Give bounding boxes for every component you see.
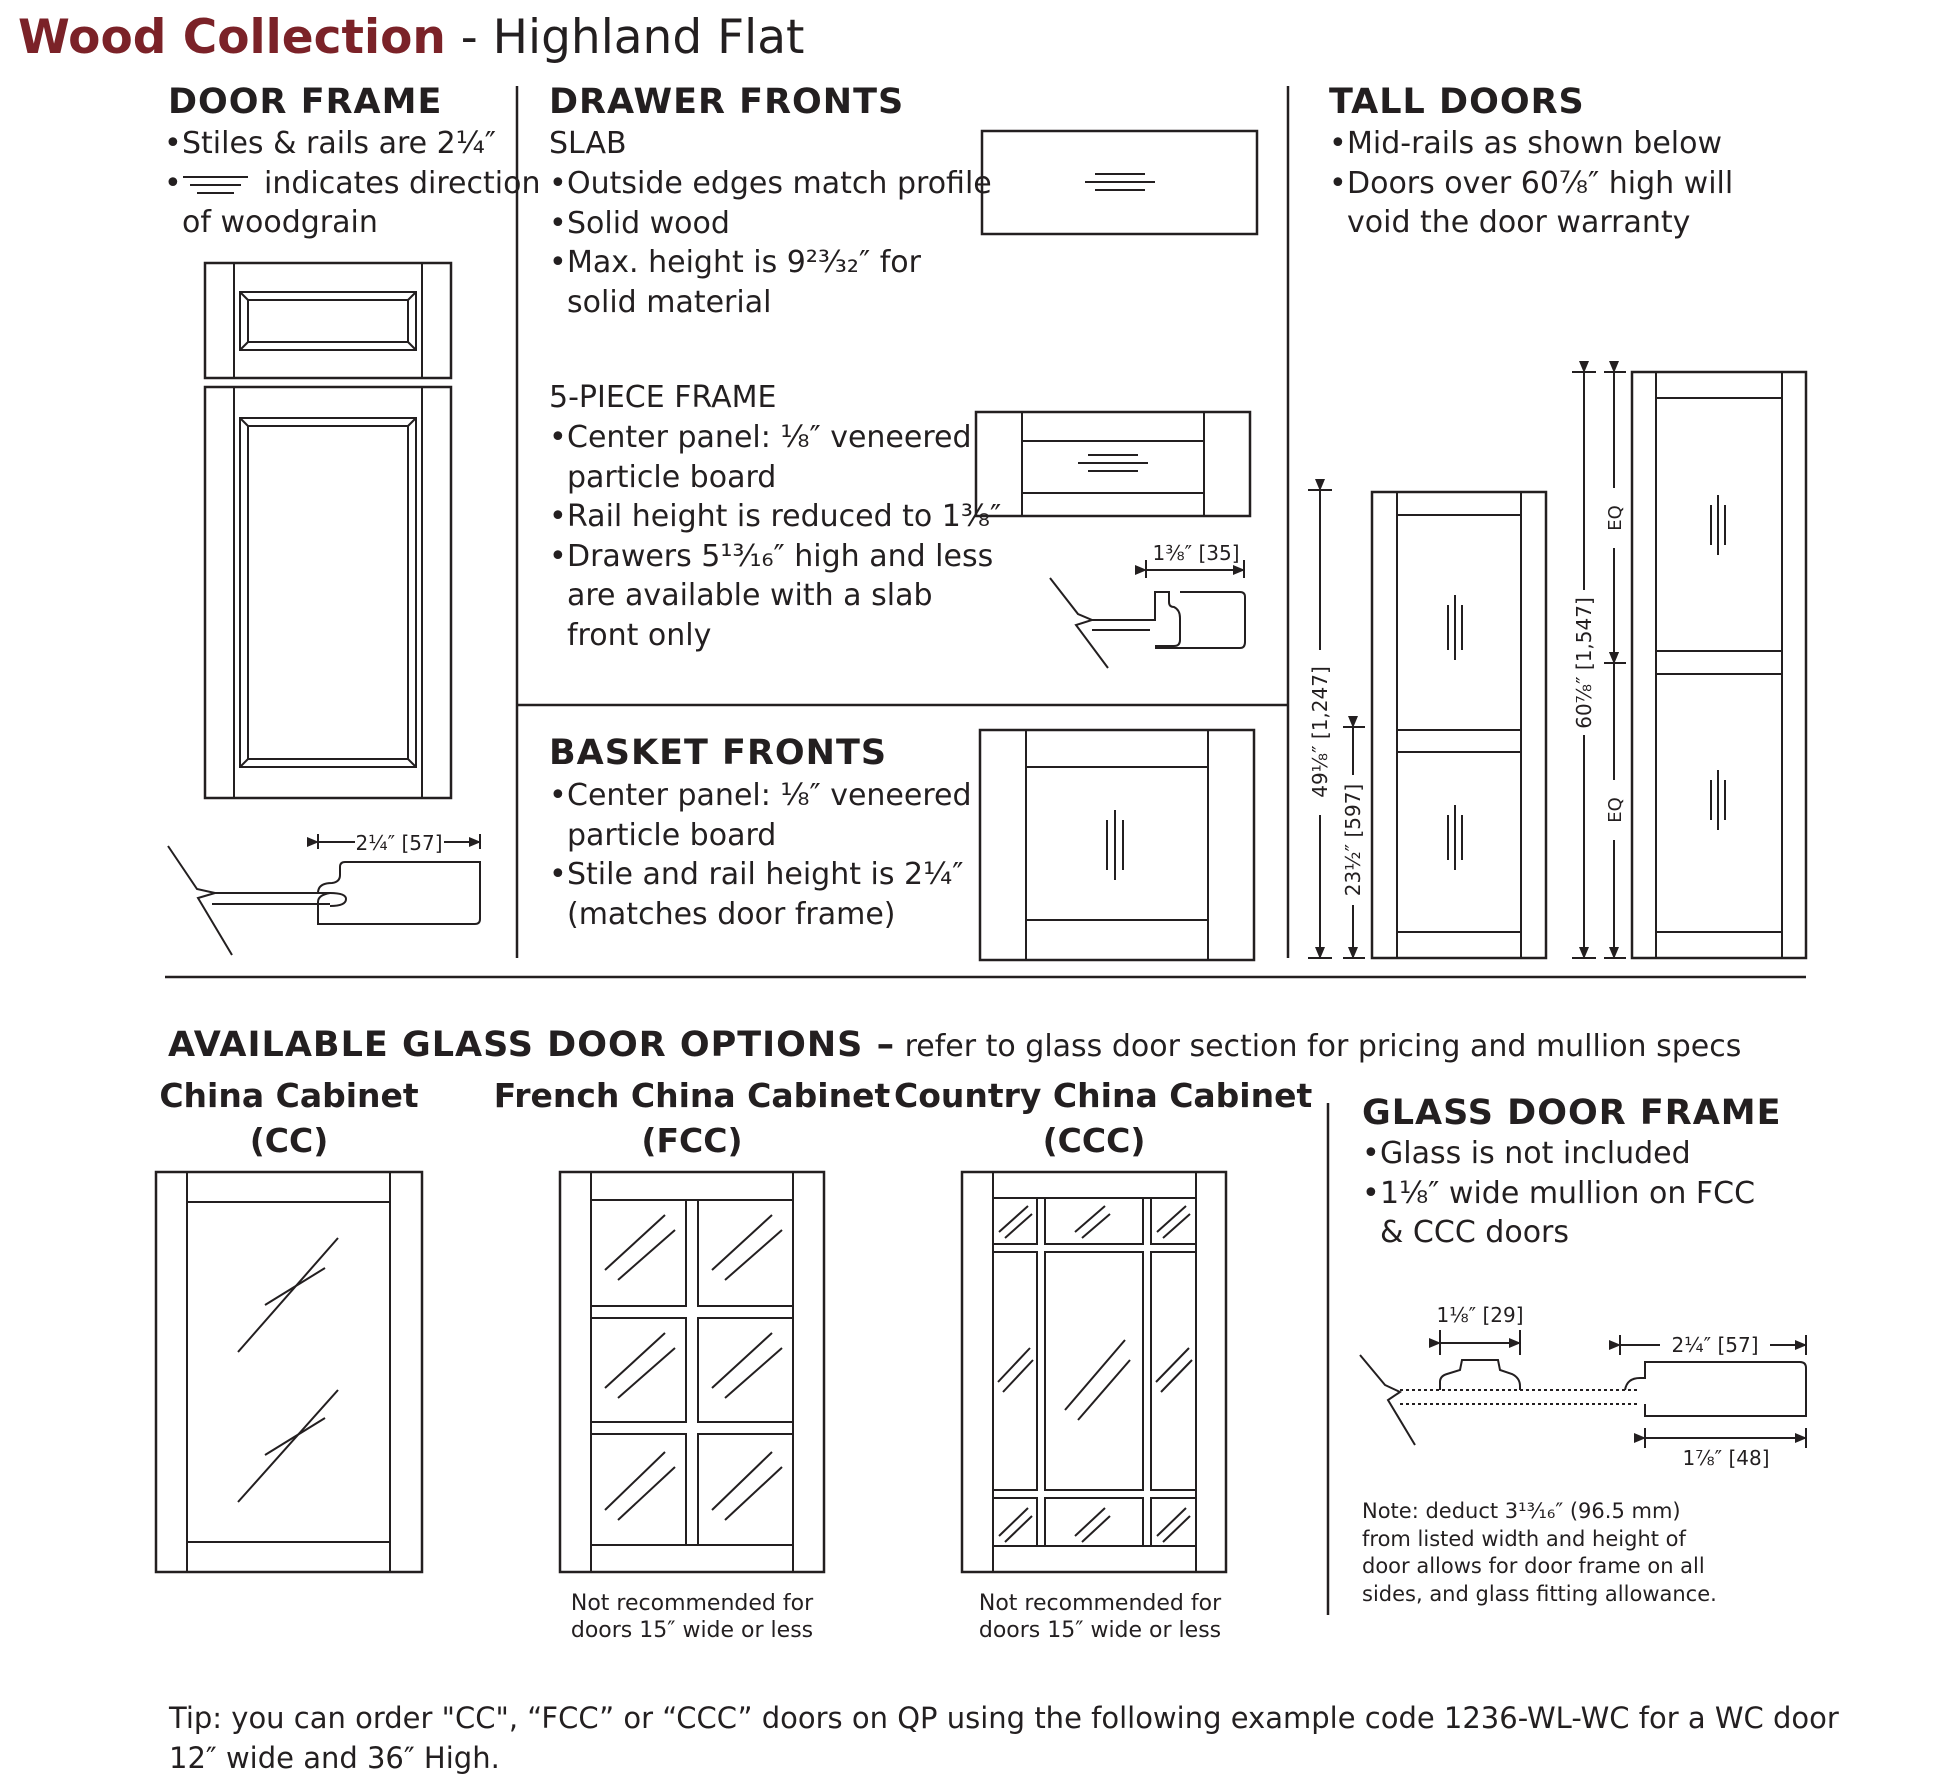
glass-frame-note-4: sides, and glass fitting allowance. bbox=[1362, 1581, 1717, 1606]
basket-fronts-line-4: (matches door frame) bbox=[567, 896, 896, 932]
tall-doors-line-1: Mid-rails as shown below bbox=[1329, 124, 1733, 164]
model-title: - Highland Flat bbox=[445, 10, 805, 65]
slab-bullet-2: Solid wood bbox=[549, 204, 992, 244]
tall-door-short-dimensions bbox=[1308, 479, 1365, 959]
inner-dim-text: 1⅞″ [48] bbox=[1683, 1446, 1770, 1470]
door-frame-bullet-1: Stiles & rails are 2¼″ bbox=[164, 124, 540, 164]
option-fcc-name: French China Cabinet bbox=[493, 1076, 891, 1115]
five-piece-profile-drawing bbox=[1049, 560, 1246, 669]
tall-short-lower-dim: 23½″ [597] bbox=[1341, 784, 1365, 896]
tip-text: Tip: you can order "CC", “FCC” or “CCC” … bbox=[169, 1698, 1909, 1778]
five-piece-line-2: particle board bbox=[567, 459, 777, 495]
option-ccc-caption: Country China Cabinet (CCC) bbox=[894, 1073, 1313, 1163]
tall-doors-heading: TALL DOORS bbox=[1329, 82, 1585, 122]
glass-options-title: AVAILABLE GLASS DOOR OPTIONS – bbox=[168, 1025, 896, 1065]
tall-door-tall-drawing bbox=[1630, 370, 1808, 960]
basket-fronts-heading: BASKET FRONTS bbox=[549, 733, 888, 773]
glass-frame-note-2: from listed width and height of bbox=[1362, 1526, 1686, 1551]
option-ccc-note-2: doors 15″ wide or less bbox=[978, 1618, 1222, 1643]
page-title: Wood Collection - Highland Flat bbox=[18, 10, 804, 65]
option-fcc-code: (FCC) bbox=[641, 1121, 743, 1160]
basket-front-drawing bbox=[978, 728, 1256, 962]
mullion-dim-text: 1⅛″ [29] bbox=[1437, 1303, 1524, 1327]
french-china-cabinet-drawing bbox=[558, 1170, 826, 1574]
five-piece-label: 5-PIECE FRAME bbox=[549, 380, 777, 415]
five-piece-drawer-drawing bbox=[974, 410, 1252, 518]
door-frame-dim-text: 2¼″ [57] bbox=[356, 831, 443, 855]
tall-short-overall-dim: 49⅛″ [1,247] bbox=[1308, 666, 1332, 798]
tall-doors-bullets: Mid-rails as shown belowDoors over 60⅞″ … bbox=[1329, 124, 1733, 243]
option-cc-name: China Cabinet bbox=[159, 1076, 419, 1115]
door-frame-heading: DOOR FRAME bbox=[168, 82, 443, 122]
glass-options-subtitle: refer to glass door section for pricing … bbox=[895, 1029, 1742, 1064]
glass-frame-line-3: & CCC doors bbox=[1380, 1215, 1570, 1250]
glass-frame-note-1: Note: deduct 3¹³⁄₁₆″ (96.5 mm) bbox=[1362, 1499, 1681, 1523]
slab-label: SLAB bbox=[549, 126, 627, 161]
slab-bullet-3-cont: solid material bbox=[567, 284, 772, 320]
door-frame-bullet-2-cont: of woodgrain bbox=[182, 205, 378, 240]
option-fcc-caption: French China Cabinet (FCC) bbox=[492, 1073, 892, 1163]
option-fcc-note: Not recommended for doors 15″ wide or le… bbox=[542, 1590, 842, 1644]
five-piece-line-1: Center panel: ⅛″ veneered bbox=[549, 418, 1001, 458]
basket-fronts-line-3: Stile and rail height is 2¼″ bbox=[549, 855, 972, 895]
glass-options-heading: AVAILABLE GLASS DOOR OPTIONS – refer to … bbox=[168, 1025, 1741, 1065]
glass-frame-profile-drawing bbox=[1359, 1330, 1807, 1448]
slab-bullets: Outside edges match profile Solid wood M… bbox=[549, 164, 992, 322]
glass-frame-line-2: 1⅛″ wide mullion on FCC bbox=[1362, 1174, 1755, 1214]
eq-label-upper: EQ bbox=[1605, 505, 1626, 531]
option-ccc-note-1: Not recommended for bbox=[978, 1591, 1222, 1616]
tip-line-2: 12″ wide and 36″ High. bbox=[169, 1741, 500, 1775]
door-frame-bullet-2-text: indicates direction bbox=[264, 165, 541, 201]
door-frame-profile-drawing bbox=[167, 834, 481, 956]
brand-title: Wood Collection bbox=[18, 10, 446, 65]
five-piece-line-6: front only bbox=[567, 617, 712, 653]
door-frame-door-drawing bbox=[203, 385, 453, 800]
slab-drawer-drawing bbox=[980, 129, 1259, 236]
door-frame-drawer-drawing bbox=[203, 261, 453, 380]
glass-frame-note: Note: deduct 3¹³⁄₁₆″ (96.5 mm) from list… bbox=[1362, 1498, 1717, 1608]
tall-door-short-drawing bbox=[1370, 490, 1548, 960]
china-cabinet-drawing bbox=[154, 1170, 424, 1574]
option-ccc-name: Country China Cabinet bbox=[894, 1076, 1313, 1115]
country-china-cabinet-drawing bbox=[960, 1170, 1228, 1574]
option-fcc-note-2: doors 15″ wide or less bbox=[570, 1618, 814, 1643]
door-frame-bullets: Stiles & rails are 2¼″ indicates directi… bbox=[164, 124, 540, 243]
tall-door-tall-dimensions bbox=[1572, 361, 1626, 959]
five-piece-line-5: are available with a slab bbox=[567, 578, 933, 613]
tall-doors-line-3: void the door warranty bbox=[1347, 205, 1691, 240]
glass-frame-heading: GLASS DOOR FRAME bbox=[1362, 1093, 1782, 1133]
five-piece-dim-text: 1⅜″ [35] bbox=[1153, 541, 1240, 565]
five-piece-line-3: Rail height is reduced to 1⅜″ bbox=[549, 497, 1001, 537]
basket-fronts-line-1: Center panel: ⅛″ veneered bbox=[549, 776, 972, 816]
eq-label-lower: EQ bbox=[1605, 797, 1626, 823]
tall-doors-line-2: Doors over 60⅞″ high will bbox=[1329, 164, 1733, 204]
drawer-fronts-heading: DRAWER FRONTS bbox=[549, 82, 905, 122]
five-piece-line-4: Drawers 5¹³⁄₁₆″ high and less bbox=[549, 537, 1001, 577]
option-fcc-note-1: Not recommended for bbox=[570, 1591, 814, 1616]
glass-frame-line-1: Glass is not included bbox=[1362, 1134, 1755, 1174]
option-cc-code: (CC) bbox=[249, 1121, 329, 1160]
tip-line-1: Tip: you can order "CC", “FCC” or “CCC” … bbox=[169, 1701, 1839, 1735]
door-frame-bullet-2: indicates direction bbox=[164, 164, 540, 204]
tall-tall-overall-dim: 60⅞″ [1,547] bbox=[1572, 597, 1596, 729]
glass-frame-bullets: Glass is not included1⅛″ wide mullion on… bbox=[1362, 1134, 1755, 1253]
option-ccc-note: Not recommended for doors 15″ wide or le… bbox=[950, 1590, 1250, 1644]
option-ccc-code: (CCC) bbox=[1042, 1121, 1146, 1160]
slab-bullet-3: Max. height is 9²³⁄₃₂″ for bbox=[549, 243, 992, 283]
frame-dim-text: 2¼″ [57] bbox=[1672, 1333, 1759, 1357]
slab-bullet-1: Outside edges match profile bbox=[549, 164, 992, 204]
glass-frame-note-3: door allows for door frame on all bbox=[1362, 1554, 1705, 1578]
basket-fronts-line-2: particle board bbox=[567, 817, 777, 853]
option-cc-caption: China Cabinet (CC) bbox=[89, 1073, 489, 1163]
